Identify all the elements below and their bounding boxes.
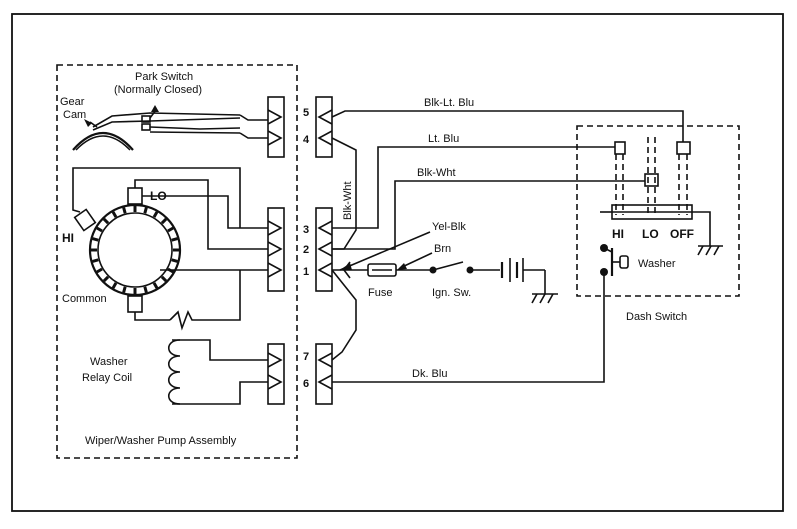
- wiper-motor: [73, 187, 182, 313]
- pin-6: 6: [303, 378, 309, 390]
- harness-connector-lower: [315, 343, 333, 405]
- motor-tooth: [92, 237, 99, 242]
- assembly-label: Wiper/Washer Pump Assembly: [85, 435, 237, 447]
- assembly-connector-lower: [267, 343, 285, 405]
- pin-3: 3: [303, 224, 309, 236]
- wire-dk-blu-label: Dk. Blu: [412, 368, 447, 380]
- assembly-connector-upper: [267, 96, 285, 158]
- pump-assembly-box: [56, 64, 298, 459]
- motor-tooth: [102, 275, 110, 283]
- wire-yel-blk-label: Yel-Blk: [432, 221, 466, 233]
- washer-label: Washer: [638, 258, 676, 270]
- pin-4: 4: [303, 134, 310, 146]
- dash-hi-label: HI: [612, 227, 624, 241]
- motor-tooth: [111, 282, 118, 289]
- motor-tooth: [96, 226, 103, 233]
- dash-ground-icon: [697, 245, 723, 256]
- ignition-switch: [429, 261, 500, 274]
- park-switch-label: Park Switch: [135, 71, 193, 83]
- wire-blk-wht-vertical-label: Blk-Wht: [342, 182, 354, 221]
- dash-switch-contacts: [600, 137, 711, 252]
- outer-frame: [11, 13, 784, 512]
- pin-7: 7: [303, 351, 309, 363]
- park-switch: [72, 105, 268, 151]
- harness-connector-middle: [315, 207, 333, 292]
- dash-off-label: OFF: [670, 227, 694, 241]
- motor-tooth: [143, 207, 148, 214]
- motor-tooth: [111, 211, 118, 218]
- motor-hi-label: HI: [62, 231, 74, 245]
- motor-tooth: [152, 282, 159, 289]
- battery: [500, 258, 546, 294]
- assembly-connector-middle: [267, 207, 285, 292]
- motor-tooth: [143, 286, 148, 293]
- washer-relay-coil: [167, 339, 268, 405]
- normally-closed-label: (Normally Closed): [114, 84, 202, 96]
- wire-blk-wht-label: Blk-Wht: [417, 167, 456, 179]
- dash-lo-label: LO: [642, 227, 659, 241]
- motor-tooth: [102, 217, 110, 225]
- pin-1: 1: [303, 266, 309, 278]
- wire-lt-blu-label: Lt. Blu: [428, 133, 459, 145]
- washer-push-button: [600, 247, 629, 276]
- motor-tooth: [122, 286, 127, 293]
- fuse: [367, 263, 432, 277]
- motor-tooth: [92, 258, 99, 263]
- wire-blk-lt-blu-label: Blk-Lt. Blu: [424, 97, 474, 109]
- gear-label: Gear: [60, 96, 85, 108]
- battery-ground-icon: [531, 293, 558, 304]
- pin-5: 5: [303, 107, 309, 119]
- motor-tooth: [96, 267, 103, 274]
- washer-relay-label-2: Relay Coil: [82, 372, 132, 384]
- motor-tooth: [167, 226, 174, 233]
- motor-tooth: [171, 237, 178, 242]
- motor-tooth: [160, 275, 168, 283]
- wire-brn-label: Brn: [434, 243, 451, 255]
- dash-switch-label: Dash Switch: [626, 311, 687, 323]
- cam-label: Cam: [63, 109, 86, 121]
- washer-relay-label-1: Washer: [90, 356, 128, 368]
- motor-tooth: [171, 258, 178, 263]
- motor-tooth: [152, 211, 159, 218]
- dash-switch-box: [576, 125, 740, 297]
- motor-common-label: Common: [62, 293, 107, 305]
- motor-tooth: [122, 207, 127, 214]
- motor-tooth: [160, 217, 168, 225]
- fuse-label: Fuse: [368, 287, 392, 299]
- harness-connector-upper: [315, 96, 333, 158]
- ign-sw-label: Ign. Sw.: [432, 287, 471, 299]
- pin-2: 2: [303, 244, 309, 256]
